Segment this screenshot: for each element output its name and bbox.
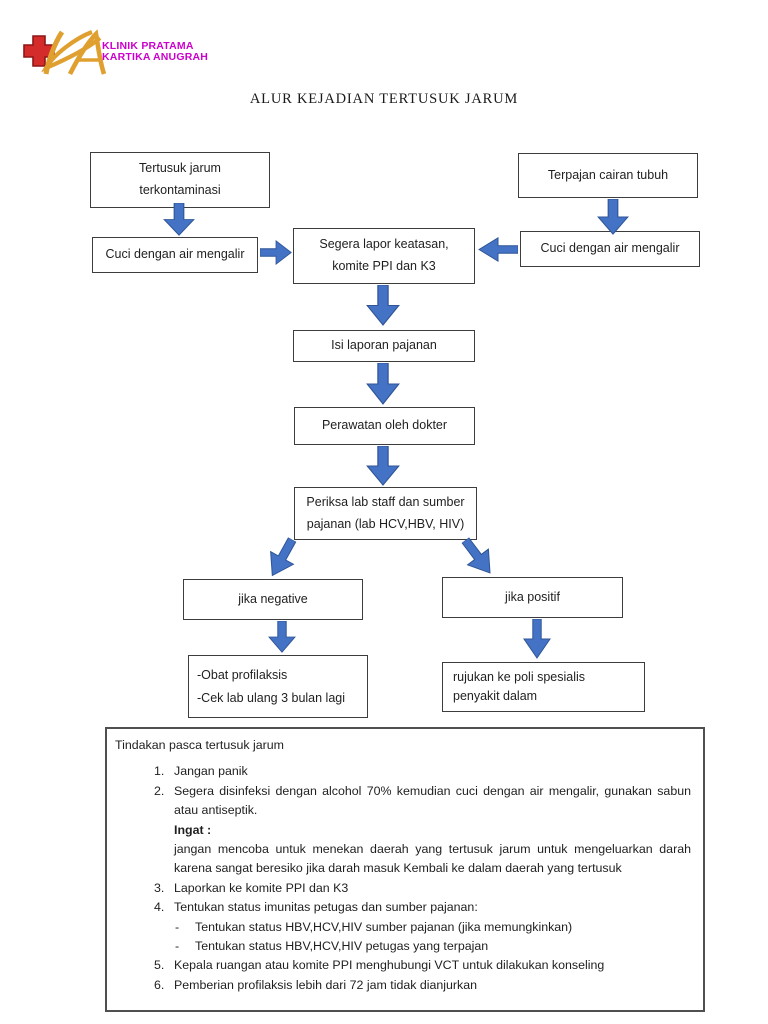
flow-node-exposure-form: Isi laporan pajanan — [293, 330, 475, 362]
arrow-left-icon — [478, 237, 518, 262]
flow-node-needle-stick: Tertusuk jarum terkontaminasi — [90, 152, 270, 208]
list-item: 5. Kepala ruangan atau komite PPI menghu… — [154, 956, 691, 975]
clinic-name: KLINIK PRATAMA KARTIKA ANUGRAH — [102, 41, 208, 63]
flow-node-body-fluid: Terpajan cairan tubuh — [518, 153, 698, 198]
arrow-down-icon — [163, 203, 195, 236]
list-item-number: 4. — [154, 900, 165, 915]
sub-list-item: - Tentukan status HBV,HCV,HIV petugas ya… — [175, 937, 691, 956]
prophylaxis-line1: -Obat profilaksis — [197, 667, 288, 682]
flow-node-wash-right: Cuci dengan air mengalir — [520, 231, 700, 267]
post-exposure-actions-box: Tindakan pasca tertusuk jarum 1. Jangan … — [105, 727, 705, 1012]
list-item: 6. Pemberian profilaksis lebih dari 72 j… — [154, 976, 691, 995]
list-item-number: 3. — [154, 880, 165, 895]
actions-title: Tindakan pasca tertusuk jarum — [115, 738, 284, 752]
arrow-down-icon — [366, 363, 400, 405]
flow-node-referral: rujukan ke poli spesialis penyakit dalam — [442, 662, 645, 712]
flow-node-if-negative: jika negative — [183, 579, 363, 620]
list-item: 1. Jangan panik — [154, 762, 691, 781]
sub-item-dash: - — [175, 939, 180, 954]
clinic-logo: KLINIK PRATAMA KARTIKA ANUGRAH — [18, 26, 228, 80]
flow-node-report: Segera lapor keatasan, komite PPI dan K3 — [293, 228, 475, 284]
arrow-down-icon — [366, 446, 400, 486]
list-item-number: 2. — [154, 783, 165, 798]
arrow-down-icon — [523, 619, 551, 659]
flow-node-doctor-care: Perawatan oleh dokter — [294, 407, 475, 445]
list-item-text: Kepala ruangan atau komite PPI menghubun… — [174, 958, 605, 973]
ka-monogram-icon — [41, 29, 107, 76]
arrow-down-icon — [268, 621, 296, 653]
flow-node-if-positive: jika positif — [442, 577, 623, 618]
note-text: jangan mencoba untuk menekan daerah yang… — [174, 842, 691, 876]
arrow-down-icon — [366, 285, 400, 326]
clinic-name-line2: KARTIKA ANUGRAH — [102, 51, 209, 63]
note-label: Ingat : — [174, 822, 212, 837]
list-item-text: Tentukan status imunitas petugas dan sum… — [174, 900, 478, 915]
prophylaxis-line2: -Cek lab ulang 3 bulan lagi — [197, 690, 346, 705]
clinic-name-line1: KLINIK PRATAMA — [102, 40, 194, 52]
list-item-text: Segera disinfeksi dengan alcohol 70% kem… — [174, 783, 691, 818]
list-item-number: 1. — [154, 764, 165, 779]
list-item-text: Pemberian profilaksis lebih dari 72 jam … — [174, 977, 478, 992]
list-item-text: Laporkan ke komite PPI dan K3 — [174, 880, 349, 895]
arrow-diagonal-left-icon — [260, 533, 305, 583]
arrow-right-icon — [260, 240, 292, 265]
flow-node-lab-check: Periksa lab staff dan sumber pajanan (la… — [294, 487, 477, 540]
sub-item-dash: - — [175, 919, 180, 934]
list-item-number: 6. — [154, 977, 165, 992]
flow-node-wash-left: Cuci dengan air mengalir — [92, 237, 258, 273]
arrow-down-icon — [597, 199, 629, 235]
arrow-diagonal-right-icon — [454, 532, 502, 582]
list-item-text: Jangan panik — [174, 764, 248, 779]
list-item: 3. Laporkan ke komite PPI dan K3 — [154, 879, 691, 898]
sub-item-text: Tentukan status HBV,HCV,HIV petugas yang… — [195, 939, 489, 954]
list-item: 4. Tentukan status imunitas petugas dan … — [154, 898, 691, 917]
list-item-number: 5. — [154, 958, 165, 973]
sub-list-item: - Tentukan status HBV,HCV,HIV sumber paj… — [175, 918, 691, 937]
page-title: ALUR KEJADIAN TERTUSUK JARUM — [249, 91, 519, 107]
list-item: 2. Segera disinfeksi dengan alcohol 70% … — [154, 782, 691, 821]
flow-node-prophylaxis: -Obat profilaksis -Cek lab ulang 3 bulan… — [188, 655, 368, 718]
sub-item-text: Tentukan status HBV,HCV,HIV sumber pajan… — [195, 919, 573, 934]
